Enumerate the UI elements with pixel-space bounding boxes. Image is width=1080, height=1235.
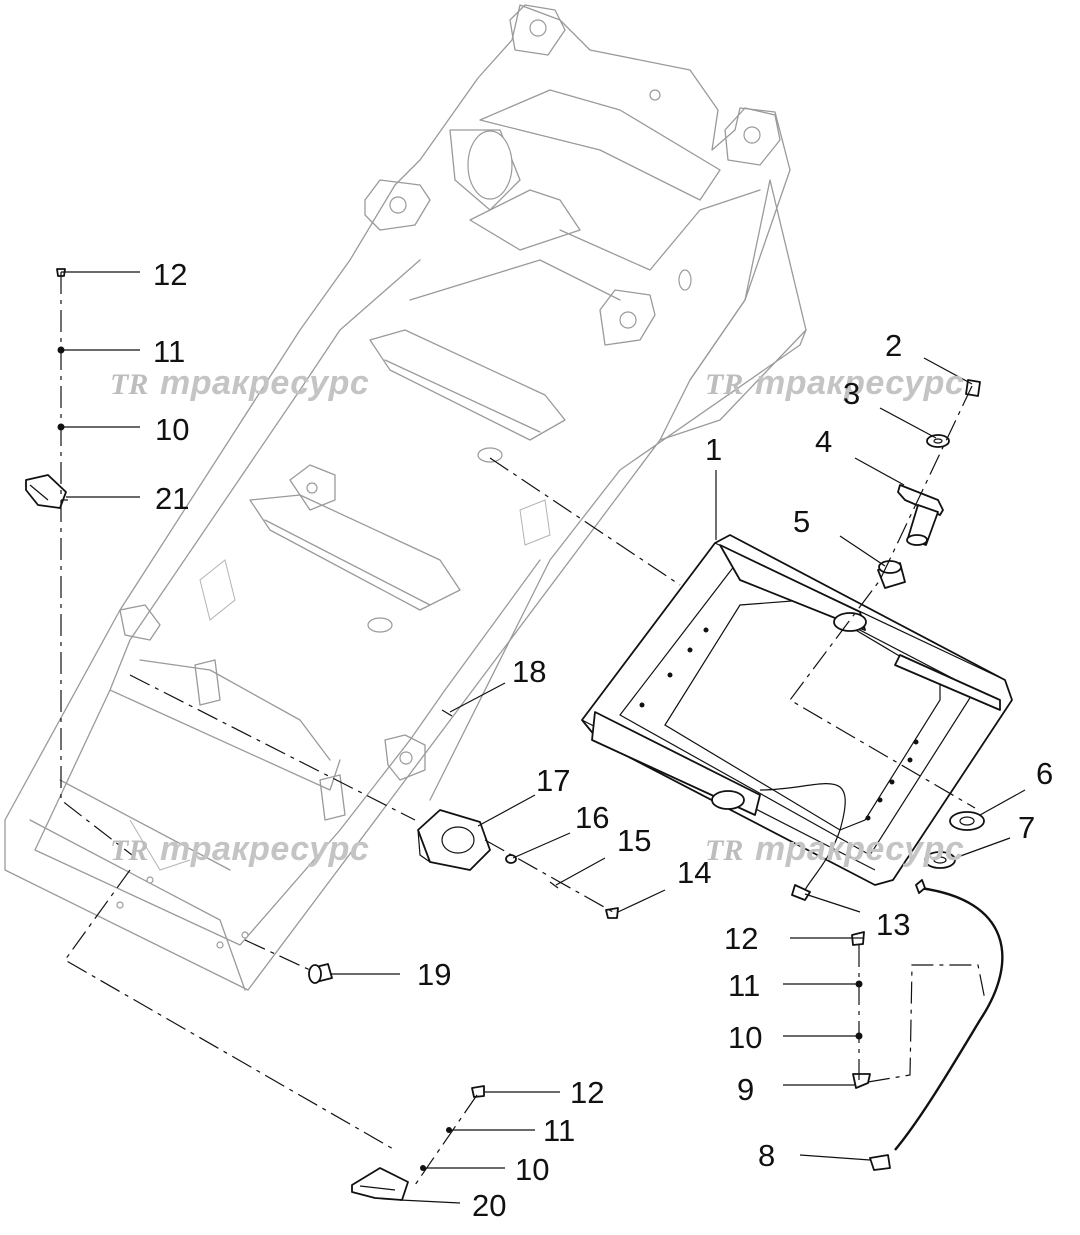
watermark-bottom-right: TR тракресурс <box>705 830 964 868</box>
callout-18: 18 <box>512 654 546 689</box>
seat-mounting-plate <box>581 534 1013 901</box>
callout-17: 17 <box>536 763 570 798</box>
callout-10-left: 10 <box>155 412 189 447</box>
callout-9: 9 <box>737 1072 754 1107</box>
svg-text:тракресурс: тракресурс <box>755 830 964 868</box>
callout-10-right: 10 <box>728 1020 762 1055</box>
leader-lines <box>61 271 1026 1204</box>
callout-12-right: 12 <box>724 921 758 956</box>
callout-11-bottom: 11 <box>543 1113 575 1148</box>
watermark-bottom-left: TR тракресурс <box>110 830 369 868</box>
callout-4: 4 <box>815 424 832 459</box>
brackets <box>25 268 485 1201</box>
svg-text:тракресурс: тракресурс <box>755 364 964 402</box>
callout-11-right: 11 <box>728 968 760 1003</box>
watermark-top-right: TR тракресурс <box>705 364 964 402</box>
callout-2: 2 <box>885 328 902 363</box>
callout-19: 19 <box>417 957 451 992</box>
chassis-frame <box>4 4 807 991</box>
callout-12-left: 12 <box>153 257 187 292</box>
svg-text:TR: TR <box>110 368 148 401</box>
callout-13: 13 <box>876 907 910 942</box>
callout-8: 8 <box>758 1138 775 1173</box>
assembly-centerlines <box>60 272 986 1186</box>
svg-text:TR: TR <box>705 834 743 867</box>
connector-bracket-hardware <box>308 709 619 984</box>
callout-16: 16 <box>575 800 609 835</box>
svg-text:TR: TR <box>110 834 148 867</box>
callout-11-left: 11 <box>153 334 185 369</box>
callout-5: 5 <box>793 504 810 539</box>
pivot-hardware <box>877 379 981 589</box>
callout-20: 20 <box>472 1188 506 1223</box>
callout-6: 6 <box>1036 756 1053 791</box>
callout-3: 3 <box>843 376 860 411</box>
callout-14: 14 <box>677 855 711 890</box>
callout-12-bottom: 12 <box>570 1075 604 1110</box>
svg-text:тракресурс: тракресурс <box>160 830 369 868</box>
callout-7: 7 <box>1018 810 1035 845</box>
svg-text:тракресурс: тракресурс <box>160 364 369 402</box>
watermark-top-left: TR тракресурс <box>110 364 369 402</box>
right-fastener-stack <box>851 931 871 1089</box>
callout-10-bottom: 10 <box>515 1152 549 1187</box>
callout-labels: 1 2 3 4 5 6 7 8 9 10 10 10 11 11 11 12 1… <box>153 257 1053 1223</box>
callout-21: 21 <box>155 481 189 516</box>
svg-text:TR: TR <box>705 368 743 401</box>
callout-15: 15 <box>617 823 651 858</box>
ground-cable-hardware <box>869 811 1004 1171</box>
callout-1: 1 <box>705 432 722 467</box>
